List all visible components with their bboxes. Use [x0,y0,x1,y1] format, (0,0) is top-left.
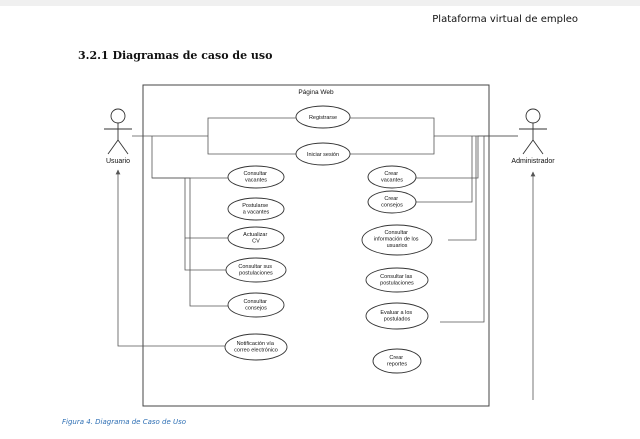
label-consultar-vacantes: Consultar vacantes [243,171,268,184]
use-case-iniciar-sesion [295,142,351,166]
actor-usuario-label: Usuario [106,158,130,165]
use-case-postularse [227,197,285,221]
label-crear-vacantes: Crear vacantes [381,171,403,184]
use-case-evaluar-postulados [365,302,429,330]
use-case-crear-vacantes [367,165,417,189]
label-notificacion: Notificación vía correo electrónico [234,341,278,354]
use-case-crear-reportes [372,348,422,374]
page-top-strip [0,0,640,6]
figure-caption: Figura 4. Diagrama de Caso de Uso [62,418,187,426]
system-boundary [142,84,490,407]
label-actualizar-cv: Actualizar CV [243,232,269,245]
actor-administrador [519,108,547,155]
association-lines [115,117,536,400]
label-consultar-postulaciones: Consultar sus postulaciones [238,264,273,277]
use-case-consultar-vacantes [227,165,285,189]
label-consultar-las-postulaciones: Consultar las postulaciones [380,274,414,287]
use-case-consultar-postulaciones [225,257,287,283]
use-case-actualizar-cv [227,226,285,250]
use-case-notificacion [224,333,288,361]
document-header: Plataforma virtual de empleo [432,14,578,25]
label-consultar-consejos: Consultar consejos [243,299,268,312]
label-consultar-info-usuarios: Consultar información de los usuarios [374,230,420,249]
use-case-consultar-consejos [227,292,285,318]
label-postularse: Postularse a vacantes [242,203,270,216]
actor-usuario [104,108,132,155]
label-iniciar-sesion: Iniciar sesión [307,152,339,158]
actor-administrador-label: Administrador [511,158,555,165]
use-case-registrarse [295,105,351,129]
section-title: 3.2.1 Diagramas de caso de uso [78,49,273,62]
label-evaluar-postulados: Evaluar a los postulados [380,310,413,323]
system-title: Página Web [298,89,334,96]
use-case-crear-consejos [367,190,417,214]
label-crear-consejos: Crear consejos [381,196,403,209]
label-registrarse: Registrarse [309,115,337,121]
label-crear-reportes: Crear reportes [387,355,407,368]
use-case-consultar-info-usuarios [361,224,433,256]
use-case-consultar-las-postulaciones [365,267,429,293]
